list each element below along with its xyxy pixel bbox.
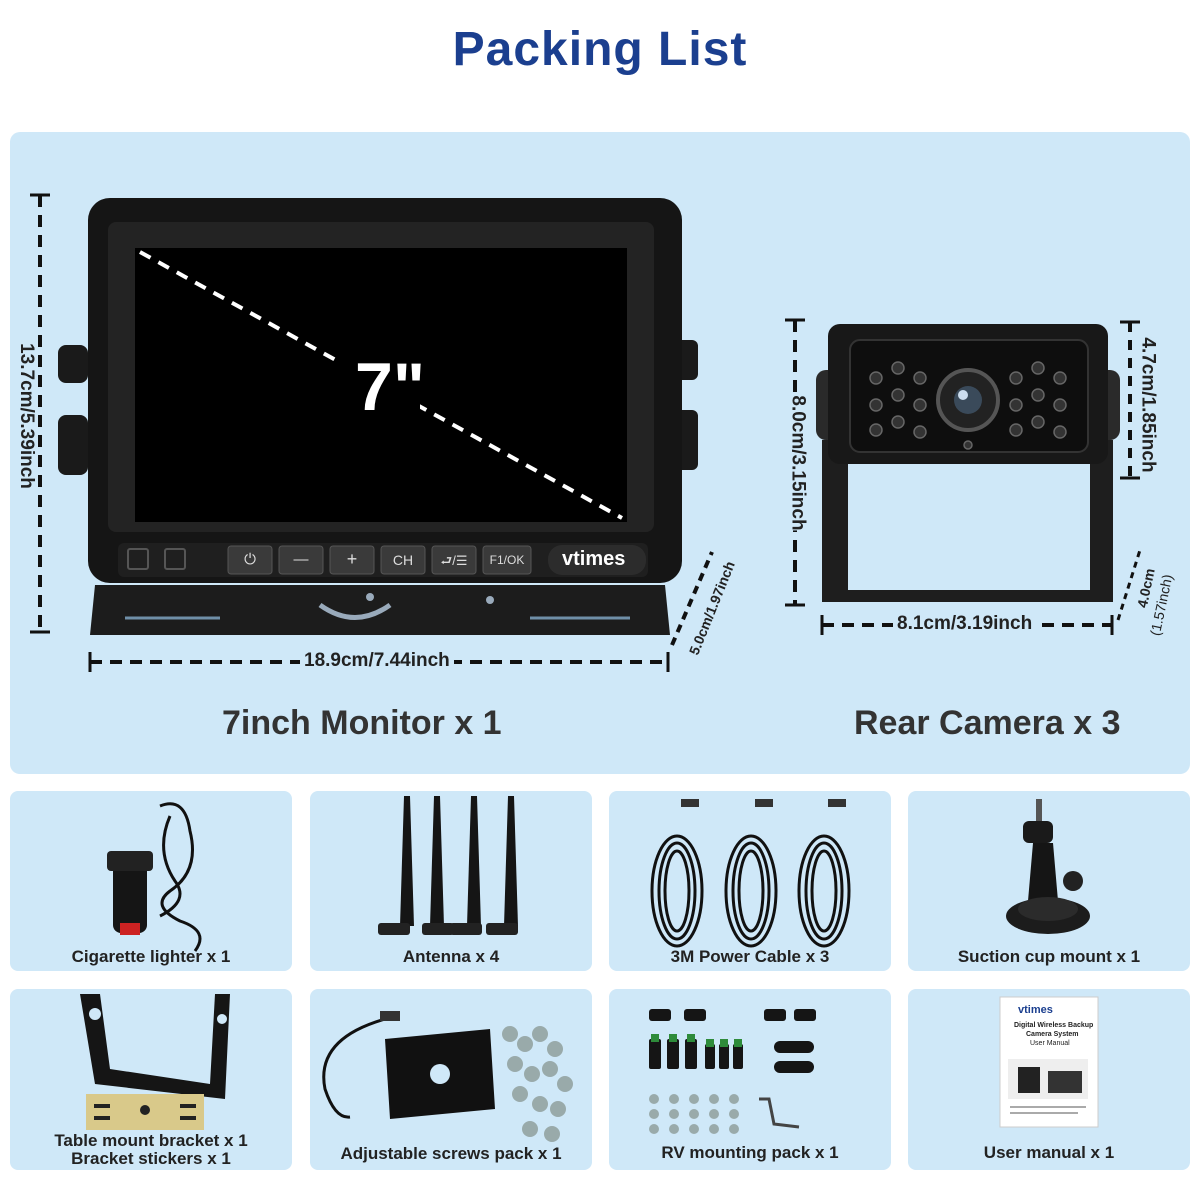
screen-size-label: 7" [355, 349, 426, 425]
monitor-button-minus: — [293, 551, 309, 568]
item-card-rv-mount: RV mounting pack x 1 [609, 989, 891, 1170]
monitor-button-power: ⏻ [244, 551, 256, 568]
item-label: Table mount bracket x 1 Bracket stickers… [10, 1132, 292, 1168]
item-card-screws-pack: Adjustable screws pack x 1 [310, 989, 592, 1170]
manual-title-line2: Camera System [1026, 1031, 1079, 1038]
item-label: 3M Power Cable x 3 [670, 947, 830, 966]
manual-subtitle: User Manual [1030, 1040, 1070, 1047]
item-label: Adjustable screws pack x 1 [340, 1144, 562, 1163]
antenna-icon [378, 796, 518, 935]
rv-mount-icon [649, 1009, 816, 1134]
item-card-bracket: Table mount bracket x 1 Bracket stickers… [10, 989, 292, 1170]
monitor-height-dimension: 13.7cm/5.39inch [15, 343, 37, 489]
monitor-button-menu: ⮐/☰ [440, 553, 468, 568]
manual-brand: vtimes [1018, 1004, 1053, 1016]
monitor-button-plus: + [346, 549, 358, 569]
camera-width-dimension: 8.1cm/3.19inch [893, 613, 1037, 635]
monitor-width-dimension: 18.9cm/7.44inch [300, 650, 454, 672]
screws-pack-icon [322, 1011, 573, 1142]
item-card-power-cable: 3M Power Cable x 3 [609, 791, 891, 971]
item-label: Cigarette lighter x 1 [71, 947, 231, 966]
manual-title-line1: Digital Wireless Backup [1014, 1022, 1094, 1029]
monitor-button-ok: F1/OK [489, 553, 525, 567]
camera-height-dimension: 8.0cm/3.15inch [786, 395, 809, 531]
monitor-brand: vtimes [562, 548, 626, 570]
item-label-line1: Table mount bracket x 1 [54, 1131, 248, 1150]
item-label: RV mounting pack x 1 [661, 1143, 839, 1162]
cigarette-lighter-icon [107, 802, 202, 952]
manual-icon [999, 996, 1099, 1128]
item-card-antenna: Antenna x 4 [310, 791, 592, 971]
item-card-cigarette-lighter: Cigarette lighter x 1 [10, 791, 292, 971]
camera-caption: Rear Camera x 3 [854, 704, 1121, 742]
item-card-suction-cup: Suction cup mount x 1 [908, 791, 1190, 971]
power-cable-icon [650, 799, 851, 948]
monitor-image [30, 193, 1142, 672]
monitor-caption: 7inch Monitor x 1 [222, 704, 502, 742]
item-label: Antenna x 4 [402, 947, 500, 966]
bracket-icon [80, 994, 230, 1130]
item-label: Suction cup mount x 1 [957, 947, 1141, 966]
suction-cup-icon [1006, 799, 1090, 934]
camera-head-height-dimension: 4.7cm/1.85inch [1136, 337, 1159, 473]
page-title: Packing List [452, 23, 748, 76]
item-card-user-manual: vtimes Digital Wireless Backup Camera Sy… [908, 989, 1190, 1170]
monitor-button-ch: CH [392, 552, 414, 568]
item-label-line2: Bracket stickers x 1 [71, 1149, 231, 1168]
item-label: User manual x 1 [983, 1143, 1115, 1162]
